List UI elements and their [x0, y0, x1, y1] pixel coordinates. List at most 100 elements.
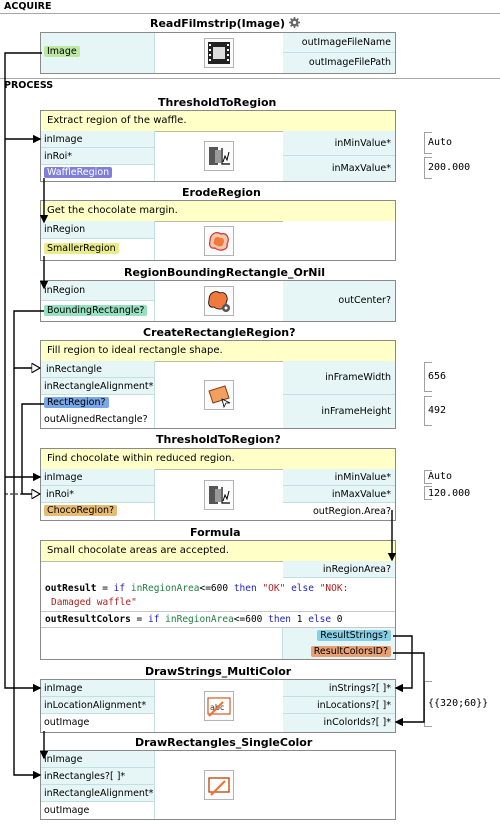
formula-keyword: else [291, 583, 314, 594]
output-port[interactable]: outImage [41, 802, 154, 819]
input-port[interactable]: inImage [41, 469, 154, 486]
param-port[interactable]: inLocations?[ ]* [283, 697, 395, 714]
formula-output-name: outResult [45, 583, 97, 594]
input-port[interactable]: inRectangles?[ ]* [41, 768, 154, 785]
input-port[interactable]: inRoi* [41, 486, 154, 503]
input-port[interactable]: inImage [41, 751, 154, 768]
node-title-erode[interactable]: ErodeRegion [182, 186, 261, 199]
node-drawstrings[interactable]: inImage inLocationAlignment* outImage ab… [40, 679, 396, 733]
node-right-column [283, 751, 395, 819]
input-port[interactable]: inRectangleAlignment* [41, 378, 154, 395]
param-value[interactable]: Auto [428, 471, 453, 482]
section-divider [0, 78, 500, 79]
output-tag-waffleregion[interactable]: WaffleRegion [44, 167, 113, 178]
node-comment: Small chocolate areas are accepted. [41, 541, 395, 562]
input-port[interactable]: inRectangle [41, 361, 154, 378]
output-tag-rectregion[interactable]: RectRegion? [44, 397, 109, 408]
param-port[interactable]: inMinValue* [283, 131, 395, 156]
param-value[interactable]: 492 [428, 405, 447, 416]
input-port[interactable]: inImage [41, 131, 154, 148]
formula-variable: inRegionArea [165, 614, 234, 625]
gear-icon[interactable] [288, 17, 300, 28]
param-port[interactable]: inStrings?[ ]* [283, 680, 395, 697]
input-port[interactable]: inRoi* [41, 148, 154, 165]
formula-keyword: else [308, 614, 332, 625]
formula-variable: inRegionArea [130, 583, 200, 594]
output-port[interactable]: outImageFilePath [283, 53, 395, 73]
formula-string: "OK" [262, 583, 286, 594]
node-drawrects[interactable]: inImage inRectangles?[ ]* inRectangleAli… [40, 750, 396, 820]
node-title-createrect[interactable]: CreateRectangleRegion? [143, 326, 296, 339]
input-port[interactable]: inRectangleAlignment* [41, 785, 154, 802]
node-threshold[interactable]: Extract region of the waffle. inImage in… [40, 110, 396, 182]
output-tag-smallerregion[interactable]: SmallerRegion [44, 243, 119, 254]
value-bracket [424, 396, 432, 426]
formula-line-result[interactable]: outResult = if inRegionArea<=600 then "O… [41, 582, 395, 595]
param-value[interactable]: {{320;60}} [428, 698, 489, 709]
param-port[interactable]: inColorIds?[ ]* [283, 714, 395, 732]
section-divider [0, 13, 500, 14]
formula-divider [41, 611, 395, 612]
value-bracket [424, 157, 432, 179]
node-title-drawstrings[interactable]: DrawStrings_MultiColor [145, 665, 292, 678]
param-value[interactable]: 120.000 [428, 488, 471, 499]
node-output-row: RectRegion? [41, 395, 154, 412]
output-port[interactable]: outAlignedRectangle? [41, 412, 154, 428]
node-comment: Get the chocolate margin. [41, 201, 395, 222]
formula-string: "NOK: [319, 583, 349, 594]
output-port[interactable]: outImage [41, 714, 154, 732]
node-title-formula[interactable]: Formula [190, 526, 241, 539]
input-port[interactable]: inRegion [41, 281, 154, 301]
output-port[interactable]: outCenter? [283, 281, 395, 321]
formula-line-colors[interactable]: outResultColors = if inRegionArea<=600 t… [41, 613, 395, 626]
node-title-drawrects[interactable]: DrawRectangles_SingleColor [135, 736, 313, 749]
node-title-readfilmstrip[interactable]: ReadFilmstrip(Image) [150, 17, 300, 30]
param-port[interactable]: inFrameHeight [283, 395, 395, 428]
node-comment: Find chocolate within reduced region. [41, 449, 395, 470]
formula-token: = [130, 614, 148, 625]
param-port[interactable]: inMaxValue* [283, 486, 395, 503]
draw-rectangles-icon [204, 770, 234, 800]
node-output-column: ResultStrings? ResultColorsID? [282, 628, 395, 659]
node-erode[interactable]: Get the chocolate margin. inRegion Small… [40, 200, 396, 261]
value-bracket [424, 486, 432, 500]
formula-keyword: then [268, 614, 292, 625]
input-port[interactable]: inRegion [41, 221, 154, 239]
node-formula[interactable]: Small chocolate areas are accepted. inRe… [40, 540, 396, 660]
input-port[interactable]: inRegionArea? [283, 561, 395, 578]
output-port[interactable]: outRegion.Area? [283, 503, 395, 520]
value-bracket [424, 132, 432, 154]
node-bbox[interactable]: inRegion BoundingRectangle? outCenter? [40, 280, 396, 322]
output-tag-chocoregion[interactable]: ChocoRegion? [44, 505, 118, 516]
value-bracket [424, 470, 432, 484]
formula-token: <=600 [233, 614, 269, 625]
formula-token: 0 [331, 614, 343, 625]
output-tag-boundingrectangle[interactable]: BoundingRectangle? [44, 305, 148, 316]
value-bracket [424, 362, 432, 392]
node-threshold2[interactable]: Find chocolate within reduced region. in… [40, 448, 396, 521]
node-readfilmstrip[interactable]: Image outImageFileName outImageFilePath [40, 32, 396, 74]
param-port[interactable]: inMinValue* [283, 469, 395, 486]
param-value[interactable]: 200.000 [428, 162, 471, 173]
output-tag-resultstrings[interactable]: ResultStrings? [317, 630, 391, 641]
formula-keyword: if [147, 614, 160, 625]
output-tag-image[interactable]: Image [44, 46, 80, 57]
param-port[interactable]: inFrameWidth [283, 361, 395, 395]
output-port[interactable]: outImageFileName [283, 33, 395, 53]
param-port[interactable]: inMaxValue* [283, 156, 395, 181]
input-port[interactable]: inImage [41, 680, 154, 697]
node-title-threshold2[interactable]: ThresholdToRegion? [156, 433, 281, 446]
node-output-row: WaffleRegion [41, 165, 154, 181]
node-title-threshold[interactable]: ThresholdToRegion [158, 96, 277, 109]
node-output-row: ChocoRegion? [41, 503, 154, 520]
input-port[interactable]: inLocationAlignment* [41, 697, 154, 714]
output-tag-resultcolorsid[interactable]: ResultColorsID? [310, 646, 391, 657]
node-right-column [283, 221, 395, 260]
node-createrect[interactable]: Fill region to ideal rectangle shape. in… [40, 340, 396, 429]
rectangle-region-icon [204, 379, 234, 410]
node-title-bbox[interactable]: RegionBoundingRectangle_OrNil [124, 266, 326, 279]
param-value[interactable]: 656 [428, 371, 447, 382]
node-title-text: ReadFilmstrip(Image) [150, 17, 285, 30]
param-value[interactable]: Auto [428, 137, 453, 148]
node-output-row: SmallerRegion [41, 239, 154, 260]
